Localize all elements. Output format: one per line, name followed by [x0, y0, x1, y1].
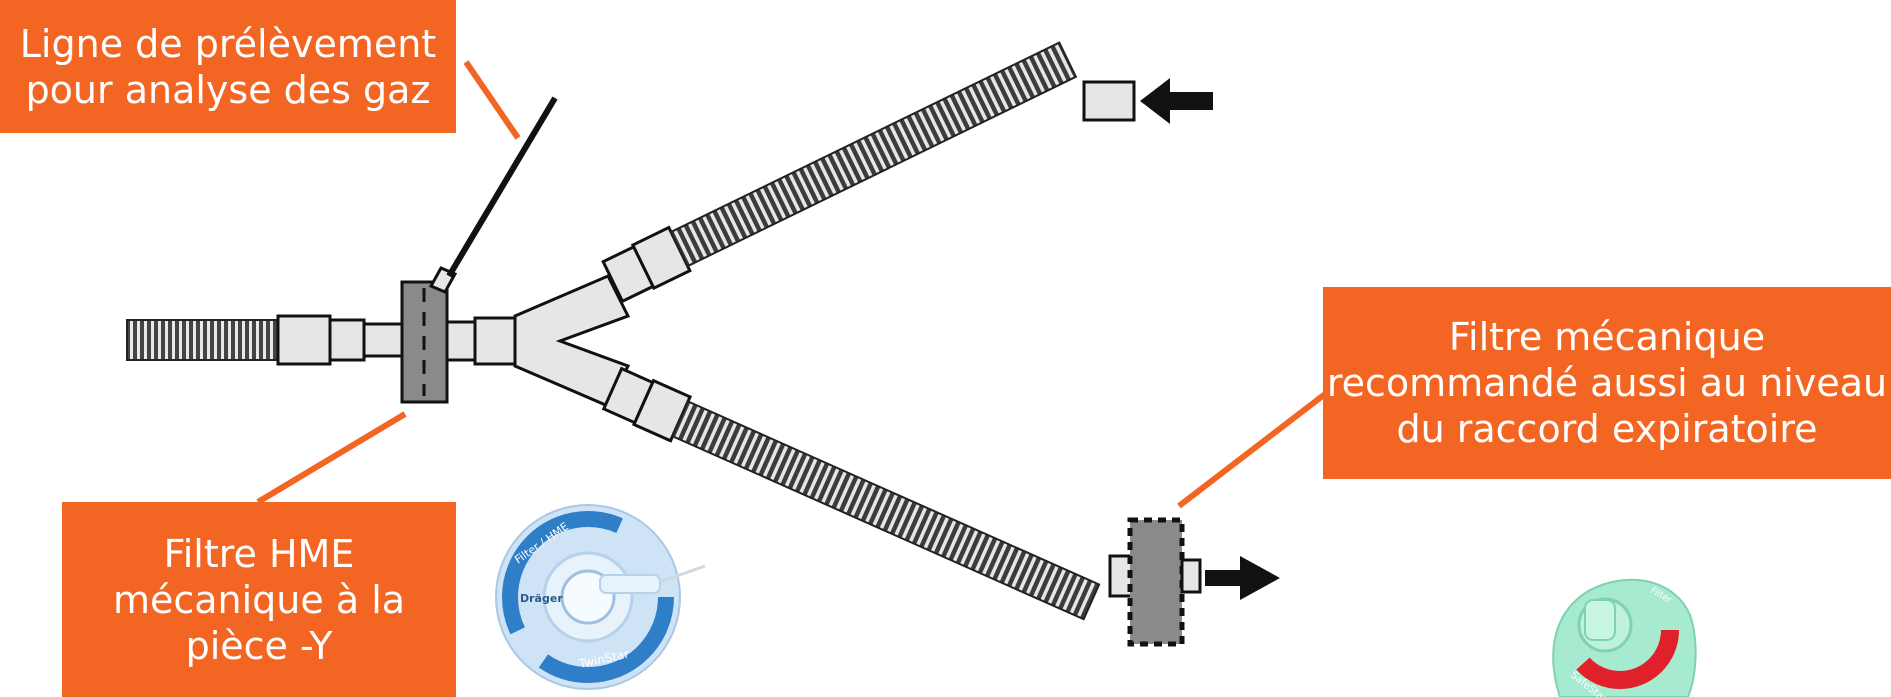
- callout-line: pour analyse des gaz: [25, 67, 431, 112]
- blue-filter-brand-text: Dräger: [520, 592, 563, 605]
- patient-tube: [126, 314, 406, 366]
- callout-line: recommandé aussi au niveau: [1326, 361, 1888, 405]
- expiratory-flow-arrow-icon: [1205, 556, 1280, 600]
- callout-line: pièce -Y: [185, 623, 333, 668]
- callout-hme-filter: Filtre HME mécanique à la pièce -Y: [62, 502, 456, 697]
- y-piece: [445, 274, 631, 408]
- callout-line: mécanique à la: [112, 577, 406, 622]
- inspiratory-flow-arrow-icon: [1140, 78, 1213, 124]
- callout-line: Ligne de prélèvement: [19, 21, 437, 66]
- expiratory-filter: [1127, 517, 1280, 647]
- callout-sampling-line: Ligne de prélèvement pour analyse des ga…: [0, 0, 456, 133]
- callout-line: Filtre HME: [163, 531, 355, 576]
- hme-filter: [400, 280, 449, 404]
- callout-line: Filtre mécanique: [1448, 315, 1766, 359]
- green-filter-device: Filter SafeStar: [1552, 571, 1697, 697]
- inspiratory-limb: [601, 41, 1213, 304]
- gas-sampling-line: [428, 96, 558, 294]
- callout-expiratory-filter: Filtre mécanique recommandé aussi au niv…: [1323, 287, 1891, 479]
- leader-lines: [256, 60, 1348, 509]
- callout-line: du raccord expiratoire: [1396, 407, 1818, 451]
- blue-hme-filter-device: Filter / HME Dräger TwinStar: [495, 504, 706, 690]
- expiratory-limb: [601, 366, 1134, 621]
